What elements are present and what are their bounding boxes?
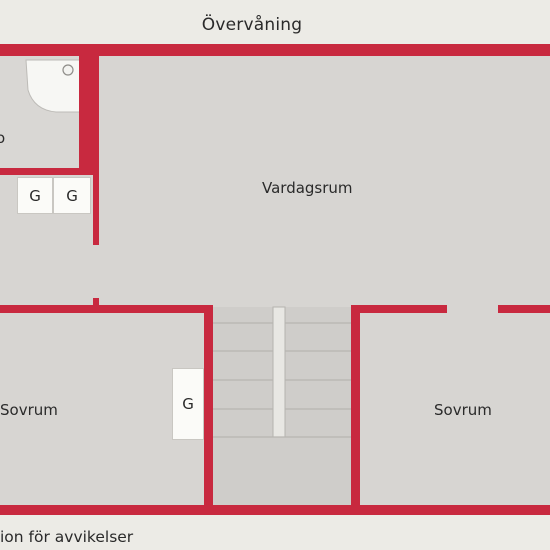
bathroom	[0, 55, 81, 172]
closet-g-1: G	[17, 177, 53, 214]
room-label-living-room: Vardagsrum	[262, 179, 353, 197]
closet-g-2: G	[53, 177, 91, 214]
closet-label: G	[66, 186, 78, 205]
closet-g-3: G	[172, 368, 204, 440]
floor-title: Övervåning	[201, 15, 303, 35]
walls	[0, 44, 550, 515]
closet-label: G	[29, 186, 41, 205]
shower-drain-icon	[62, 64, 74, 76]
room-label-bedroom-right: Sovrum	[434, 401, 492, 419]
footer-note: ion för avvikelser	[0, 528, 134, 546]
staircase	[212, 306, 352, 505]
cropped-label-fragment: o	[0, 129, 6, 147]
closet-label: G	[182, 395, 194, 413]
room-label-bedroom-left: Sovrum	[0, 401, 58, 419]
